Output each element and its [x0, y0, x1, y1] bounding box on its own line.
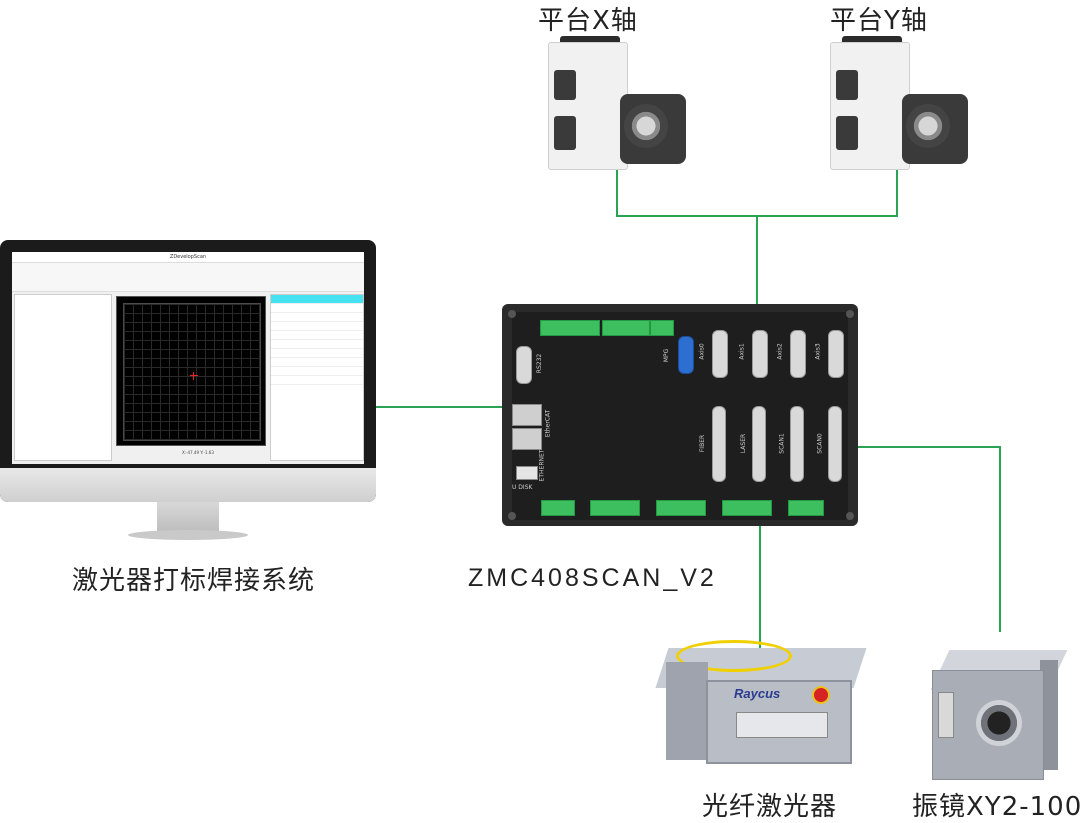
servo-drive-y [830, 36, 970, 170]
servo-drive-x [548, 36, 688, 170]
monitor-stand [157, 502, 219, 532]
raycus-logo: Raycus [734, 686, 781, 701]
axis1-label: Axis1 [738, 343, 746, 360]
property-row [271, 295, 363, 304]
label-controller-model: ZMC408SCAN_V2 [468, 564, 717, 592]
software-property-panel [270, 294, 364, 461]
mpg-port [678, 336, 694, 374]
property-row [271, 304, 363, 313]
fiber-cable-icon [676, 640, 792, 672]
wire-servo-y [757, 168, 898, 217]
terminal-block [541, 500, 575, 516]
terminal-block [722, 500, 772, 516]
axis2-label: Axis2 [776, 343, 784, 360]
axis0-port [712, 330, 728, 378]
monitor-chin [0, 468, 376, 502]
axis3-label: Axis3 [814, 343, 822, 360]
terminal-block [650, 320, 674, 336]
software-status-bar: X:-47.49 Y:-1.63 [182, 450, 214, 455]
software-window-title: ZDevelopScan [12, 252, 364, 263]
property-row [271, 349, 363, 358]
property-row [271, 376, 363, 385]
ethernet-label: ETHERNET [538, 449, 546, 482]
property-row [271, 340, 363, 349]
label-platform-x: 平台X轴 [538, 6, 638, 36]
software-left-panel [14, 294, 112, 461]
usb-port [516, 466, 538, 480]
scan0-label: SCAN0 [816, 433, 824, 454]
monitor-base [128, 530, 248, 540]
screw-icon [846, 512, 854, 520]
emergency-stop-icon [812, 686, 830, 704]
scan1-port [790, 406, 804, 482]
label-platform-y: 平台Y轴 [830, 6, 928, 36]
ethernet-port [512, 428, 542, 450]
terminal-block [590, 500, 640, 516]
property-row [271, 313, 363, 322]
software-screen: ZDevelopScan X:-47.49 Y:-1.63 [12, 252, 364, 464]
axis1-port [752, 330, 768, 378]
galvo-lens-icon [976, 700, 1022, 746]
label-pc-system: 激光器打标焊接系统 [72, 566, 316, 596]
fiber-label: FIBER [699, 434, 707, 453]
galvo-side [1040, 660, 1058, 770]
rs232-port [516, 346, 532, 384]
galvo-connector [938, 692, 954, 738]
fiber-laser-panel [736, 712, 828, 738]
terminal-block [656, 500, 706, 516]
laser-port [752, 406, 766, 482]
terminal-block [602, 320, 650, 336]
software-canvas [116, 296, 266, 446]
axis3-port [828, 330, 844, 378]
wire-galvo [840, 446, 1001, 632]
screw-icon [846, 310, 854, 318]
property-row [271, 358, 363, 367]
wire-servo-x [616, 168, 757, 217]
screw-icon [508, 310, 516, 318]
usb-label: U DISK [512, 484, 533, 491]
crosshair-icon [190, 372, 198, 380]
property-row [271, 331, 363, 340]
fiber-port [712, 406, 726, 482]
mpg-label: MPG [663, 348, 671, 363]
label-fiber-laser: 光纤激光器 [702, 792, 838, 822]
terminal-block [540, 320, 600, 336]
scan0-port [828, 406, 842, 482]
axis2-port [790, 330, 806, 378]
axis0-label: Axis0 [698, 343, 706, 360]
laser-label: LASER [740, 433, 748, 454]
software-toolbar [12, 263, 364, 292]
scan1-label: SCAN1 [778, 433, 786, 454]
property-row [271, 322, 363, 331]
label-galvo: 振镜XY2-100 [912, 792, 1080, 822]
fiber-laser-side [666, 662, 708, 760]
rs232-label: RS232 [536, 353, 544, 374]
property-row [271, 367, 363, 376]
ethercat-port [512, 404, 542, 426]
ethercat-label: EtherCAT [544, 409, 552, 438]
terminal-block [788, 500, 824, 516]
screw-icon [508, 512, 516, 520]
